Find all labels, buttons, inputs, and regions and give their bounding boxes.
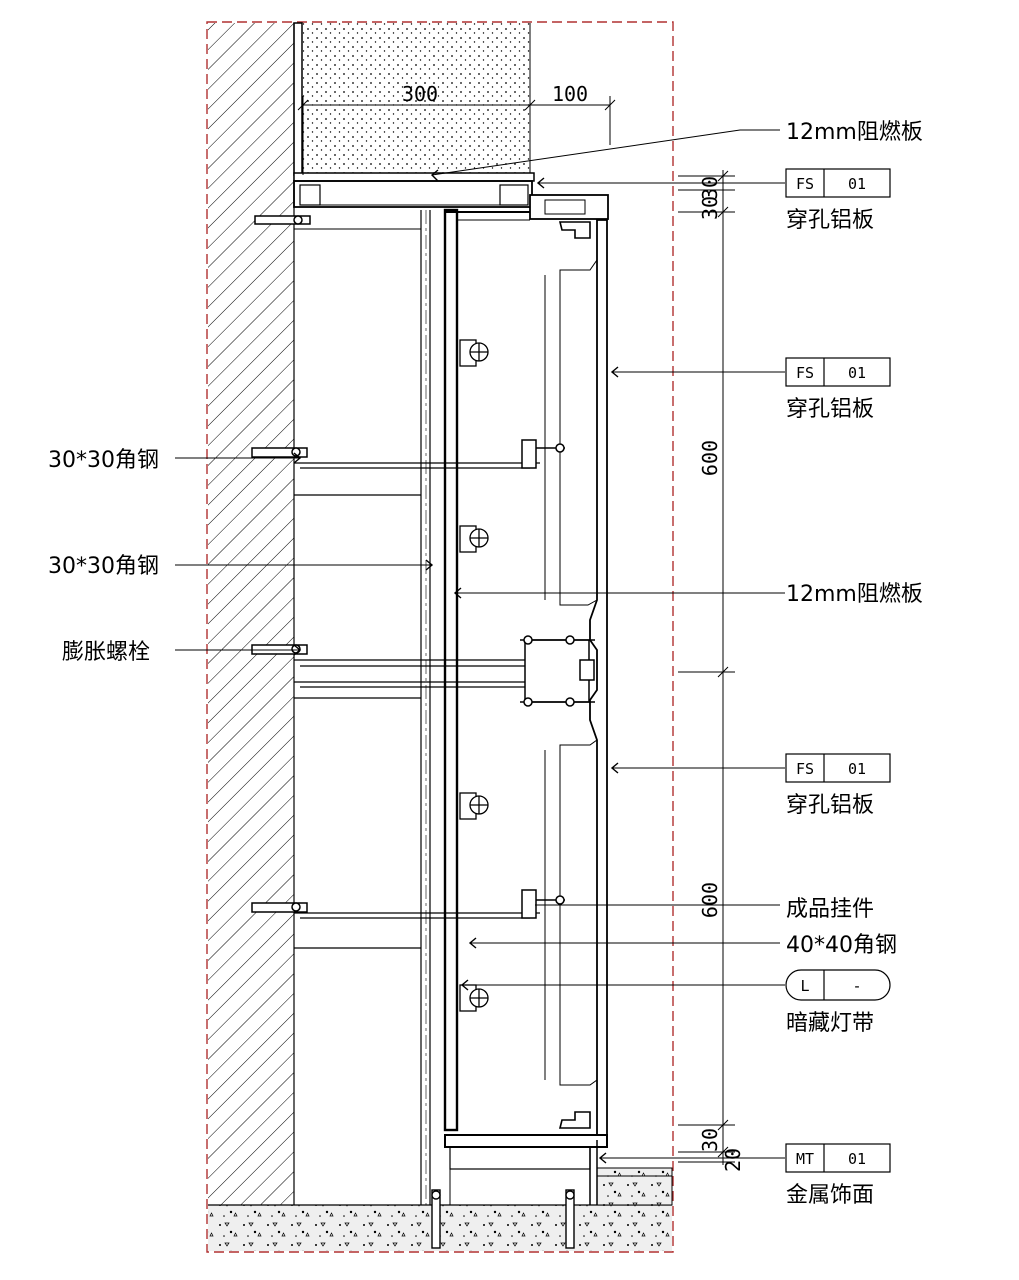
svg-text:MT: MT [796,1150,814,1168]
label-expansion-bolt: 膨胀螺栓 [62,640,150,665]
label-angle-steel-30-a: 30*30角钢 [48,448,159,473]
svg-text:01: 01 [848,760,866,778]
right-dimension-chain [678,170,735,1165]
svg-text:金属饰面: 金属饰面 [786,1183,874,1208]
right-leaders [431,129,785,1159]
dim-edge-upper: 30 [698,176,722,200]
svg-text:FS: FS [796,175,814,193]
svg-text:穿孔铝板: 穿孔铝板 [786,208,874,233]
material-tag-mt: MT 01 金属饰面 [785,1143,891,1208]
svg-text:穿孔铝板: 穿孔铝板 [786,793,874,818]
dim-edge-lower: 30 [698,1128,722,1152]
dim-top-offset: 100 [552,82,588,106]
material-tag-fs-2: FS 01 穿孔铝板 [785,357,891,422]
svg-text:-: - [852,977,861,995]
left-leaders [175,457,432,651]
label-angle-steel-40: 40*40角钢 [786,933,897,958]
structural-wall [208,23,294,1205]
dim-top-width: 300 [402,82,438,106]
label-hanger: 成品挂件 [786,897,874,922]
label-angle-steel-30-b: 30*30角钢 [48,554,159,579]
top-dimension [297,96,616,175]
svg-text:01: 01 [848,1150,866,1168]
material-tag-fs-3: FS 01 穿孔铝板 [785,753,891,818]
label-fire-board-top: 12mm阻燃板 [786,120,923,145]
dim-edge-lower2: 20 [721,1148,745,1172]
svg-text:穿孔铝板: 穿孔铝板 [786,397,874,422]
material-tag-fs-1: FS 01 穿孔铝板 [785,168,891,233]
svg-text:01: 01 [848,364,866,382]
svg-text:L: L [800,977,809,995]
material-tag-light-strip: L - 暗藏灯带 [785,969,891,1036]
label-fire-board-mid: 12mm阻燃板 [786,582,923,607]
dim-edge-upper2: 30 [698,196,722,220]
dim-height-lower: 600 [698,882,722,918]
svg-text:暗藏灯带: 暗藏灯带 [786,1011,874,1036]
svg-text:FS: FS [796,760,814,778]
section-boundary [206,21,674,1253]
dim-height-upper: 600 [698,440,722,476]
svg-text:01: 01 [848,175,866,193]
svg-text:FS: FS [796,364,814,382]
ceiling-fill [303,23,530,173]
